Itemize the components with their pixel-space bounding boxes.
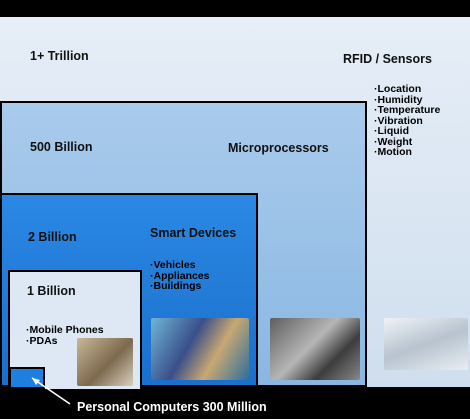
smart-devices-list: ·Vehicles ·Appliances ·Buildings: [150, 260, 210, 292]
sensor-item: ·Liquid: [374, 125, 409, 137]
sensor-item: ·Vibration: [374, 114, 423, 127]
mobile-device-item: ·Mobile Phones: [26, 324, 104, 336]
rfid-tag-photo: [384, 318, 468, 370]
level-trillion-count: 1+ Trillion: [30, 49, 89, 63]
level-trillion-category: RFID / Sensors: [343, 52, 432, 66]
level-500-billion-category: Microprocessors: [228, 141, 329, 155]
mobile-device-item: ·PDAs: [26, 334, 58, 347]
microprocessor-photo: [270, 318, 360, 380]
smart-device-item: ·Buildings: [150, 280, 202, 292]
personal-computers-label: Personal Computers 300 Million: [77, 400, 267, 414]
smart-device-item: ·Vehicles: [150, 259, 196, 271]
level-2-billion-count: 2 Billion: [28, 230, 77, 244]
level-500-billion-count: 500 Billion: [30, 140, 93, 154]
sensor-list: ·Location ·Humidity ·Temperature ·Vibrat…: [374, 84, 440, 158]
sensor-item: ·Motion: [374, 146, 412, 158]
sensor-item: ·Weight: [374, 135, 413, 148]
mobile-devices-list: ·Mobile Phones ·PDAs: [26, 325, 104, 346]
pda-photo: [77, 338, 133, 386]
arrow-icon: [31, 377, 71, 405]
level-1-billion-count: 1 Billion: [27, 284, 76, 298]
sensor-item: ·Location: [374, 83, 422, 95]
sensor-item: ·Temperature: [374, 104, 441, 116]
smart-devices-photo: [151, 318, 249, 380]
sensor-item: ·Humidity: [374, 93, 423, 106]
smart-device-item: ·Appliances: [150, 269, 210, 282]
level-2-billion-category: Smart Devices: [150, 226, 237, 240]
